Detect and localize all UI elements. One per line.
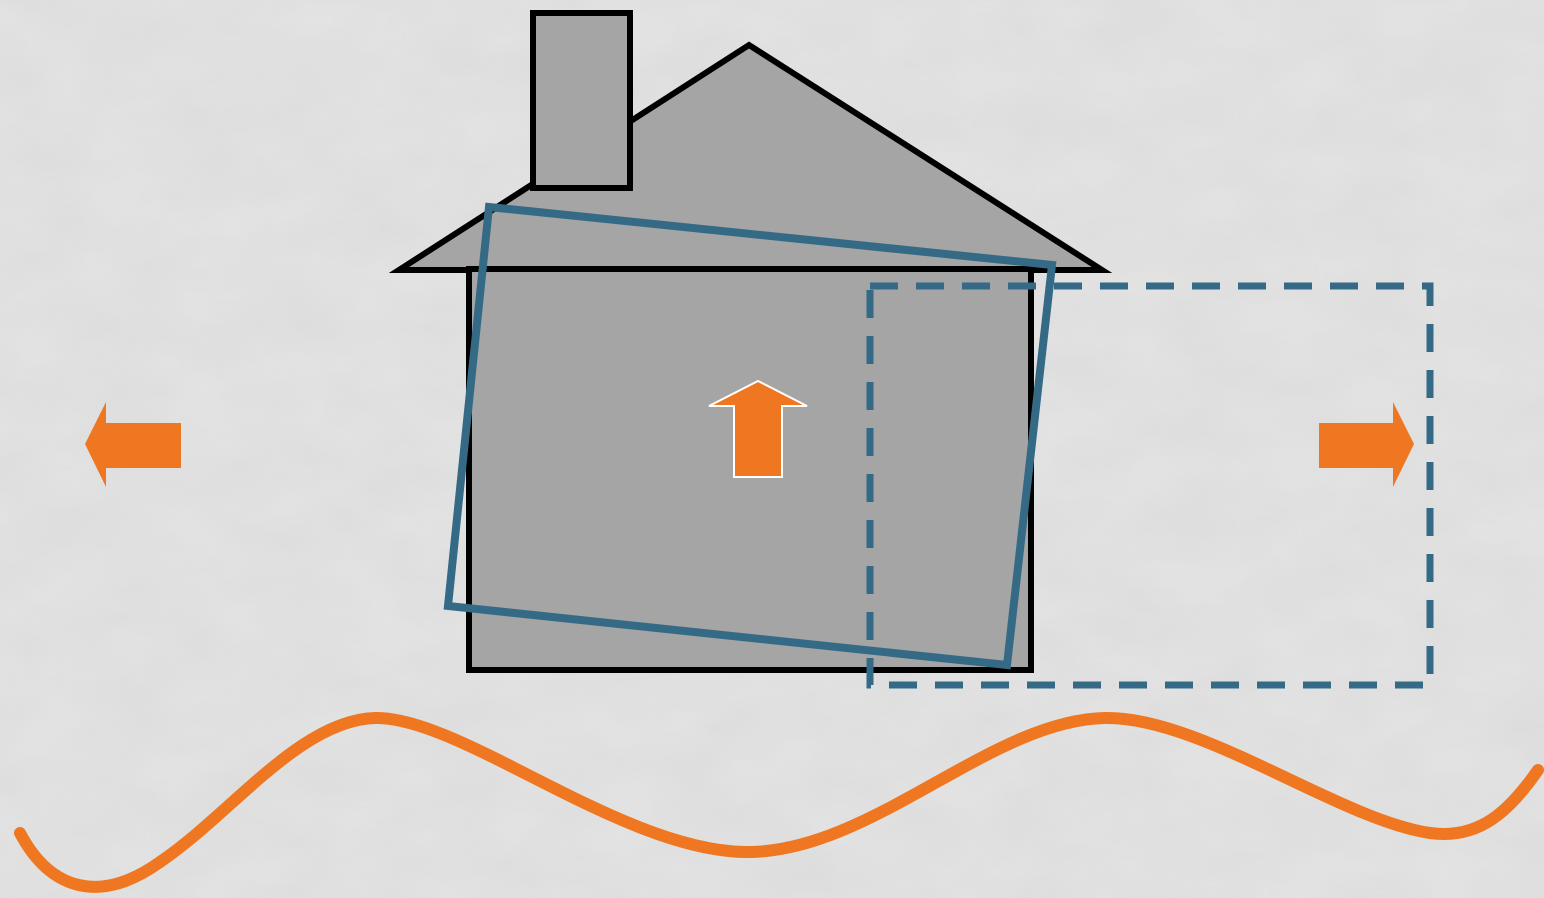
chimney-front	[533, 13, 630, 188]
